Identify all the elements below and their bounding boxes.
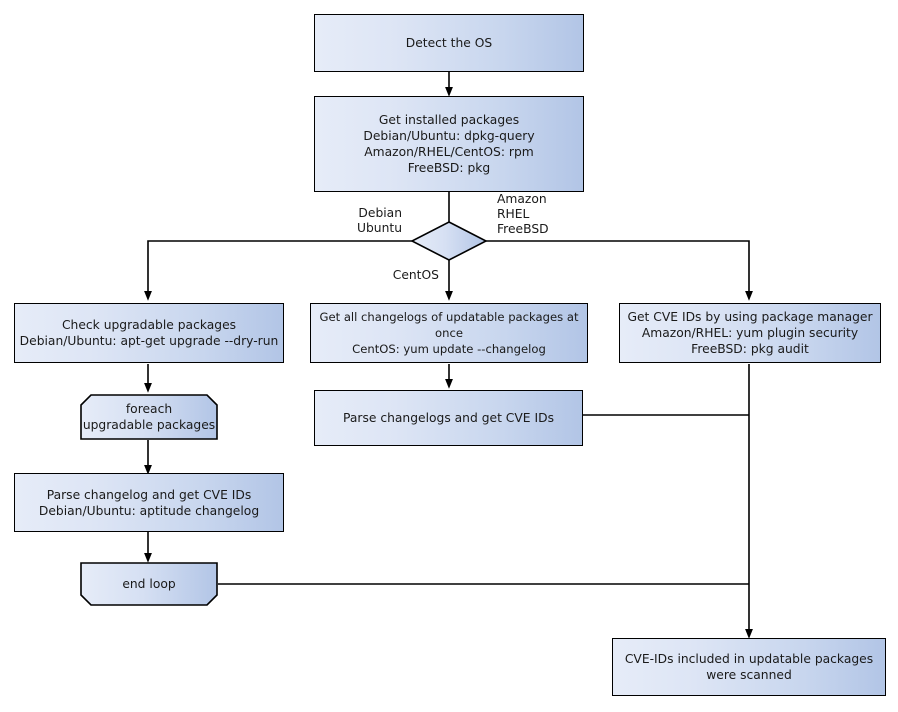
node-get-all-changelogs[interactable]: Get all changelogs of updatable packages…: [310, 303, 588, 363]
node-detect-os[interactable]: Detect the OS: [314, 14, 584, 72]
node-check-upgradable-packages[interactable]: Check upgradable packages Debian/Ubuntu:…: [14, 303, 284, 363]
node-end-loop[interactable]: end loop: [80, 562, 218, 606]
edge-label-debian-ubuntu: Debian Ubuntu: [356, 206, 402, 235]
edge-label-centos: CentOS: [392, 268, 439, 282]
node-parse-changelogs-multi[interactable]: Parse changelogs and get CVE IDs: [314, 390, 583, 446]
node-os-decision[interactable]: [410, 221, 488, 261]
edge-decision-to-checkupgradable: [144, 240, 412, 301]
node-get-installed-packages[interactable]: Get installed packages Debian/Ubuntu: dp…: [314, 96, 584, 192]
node-parse-changelog-single-label: Parse changelog and get CVE IDs Debian/U…: [38, 487, 260, 518]
node-check-upgradable-packages-label: Check upgradable packages Debian/Ubuntu:…: [19, 318, 279, 348]
node-detect-os-label: Detect the OS: [405, 36, 493, 50]
node-get-cve-package-manager-label: Get CVE IDs by using package manager Ama…: [627, 310, 873, 356]
node-get-installed-packages-label: Get installed packages Debian/Ubuntu: dp…: [363, 113, 535, 175]
loop-end-shape: [80, 562, 218, 606]
node-parse-changelog-single[interactable]: Parse changelog and get CVE IDs Debian/U…: [14, 473, 284, 532]
node-get-cve-package-manager[interactable]: Get CVE IDs by using package manager Ama…: [619, 303, 881, 363]
edge-decision-to-getcve: [486, 240, 753, 301]
edge-label-amazon-rhel-freebsd: Amazon RHEL FreeBSD: [497, 192, 549, 236]
loop-start-shape: [80, 394, 218, 440]
node-scan-complete-label: CVE-IDs included in updatable packages w…: [624, 652, 874, 682]
node-get-all-changelogs-label: Get all changelogs of updatable packages…: [319, 310, 579, 356]
decision-diamond-shape: [410, 221, 488, 261]
node-parse-changelogs-multi-label: Parse changelogs and get CVE IDs: [343, 411, 554, 425]
node-scan-complete[interactable]: CVE-IDs included in updatable packages w…: [612, 638, 886, 696]
node-foreach-loop-start[interactable]: foreach upgradable packages: [80, 394, 218, 440]
